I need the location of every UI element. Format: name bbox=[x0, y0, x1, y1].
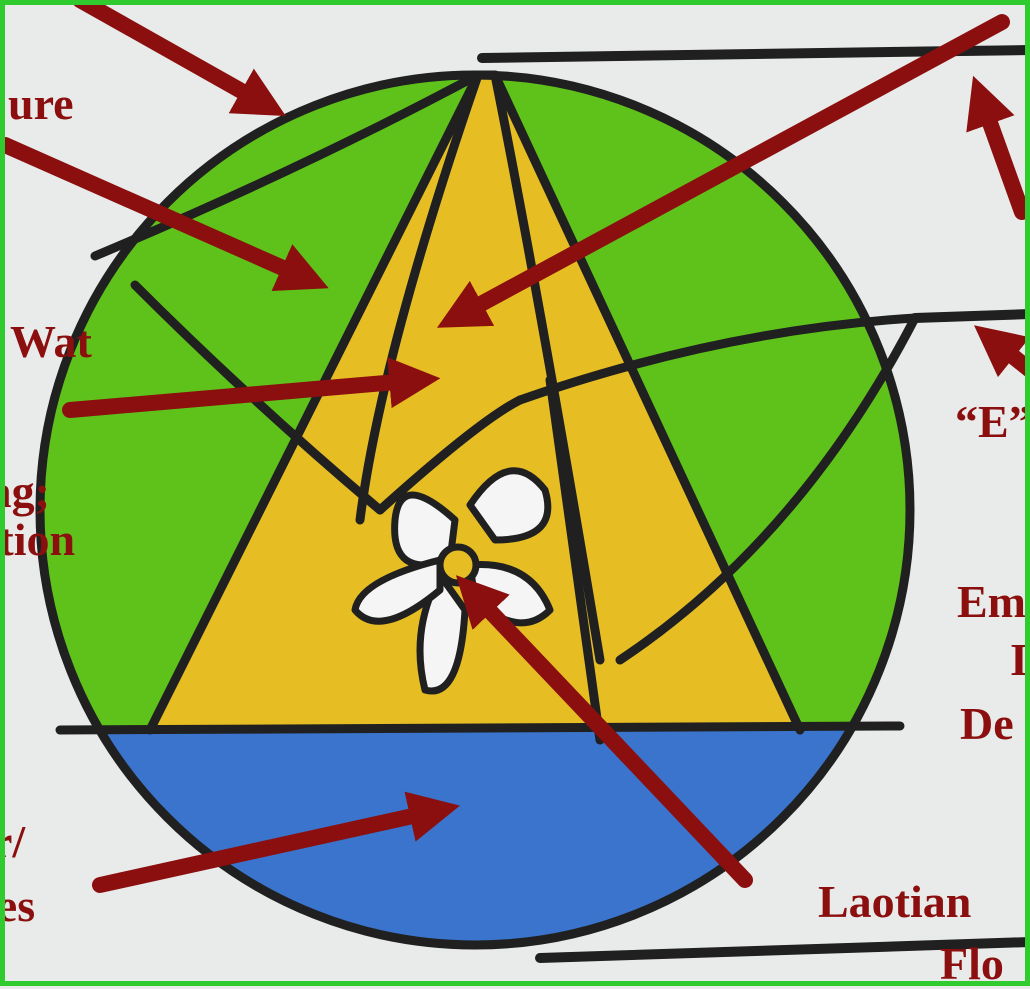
label-e-quote: “E” bbox=[955, 398, 1030, 446]
label-wat: Wat bbox=[10, 318, 92, 366]
label-ies: ies bbox=[0, 882, 35, 930]
label-em: Em bbox=[957, 578, 1026, 626]
label-de: De bbox=[960, 700, 1014, 748]
label-water: r/ bbox=[0, 818, 25, 866]
blue-water-area bbox=[30, 726, 930, 956]
label-ng: ng; bbox=[0, 468, 50, 516]
label-nature: ure bbox=[8, 80, 74, 128]
arrow-top-left bbox=[80, 0, 268, 106]
arrow-bar-mid bbox=[990, 338, 1030, 370]
label-i: I bbox=[1010, 636, 1028, 684]
label-flo: Flo bbox=[940, 940, 1004, 988]
arrow-bar-top bbox=[980, 95, 1022, 212]
label-ction: ction bbox=[0, 516, 75, 564]
label-laotian: Laotian bbox=[818, 878, 971, 926]
